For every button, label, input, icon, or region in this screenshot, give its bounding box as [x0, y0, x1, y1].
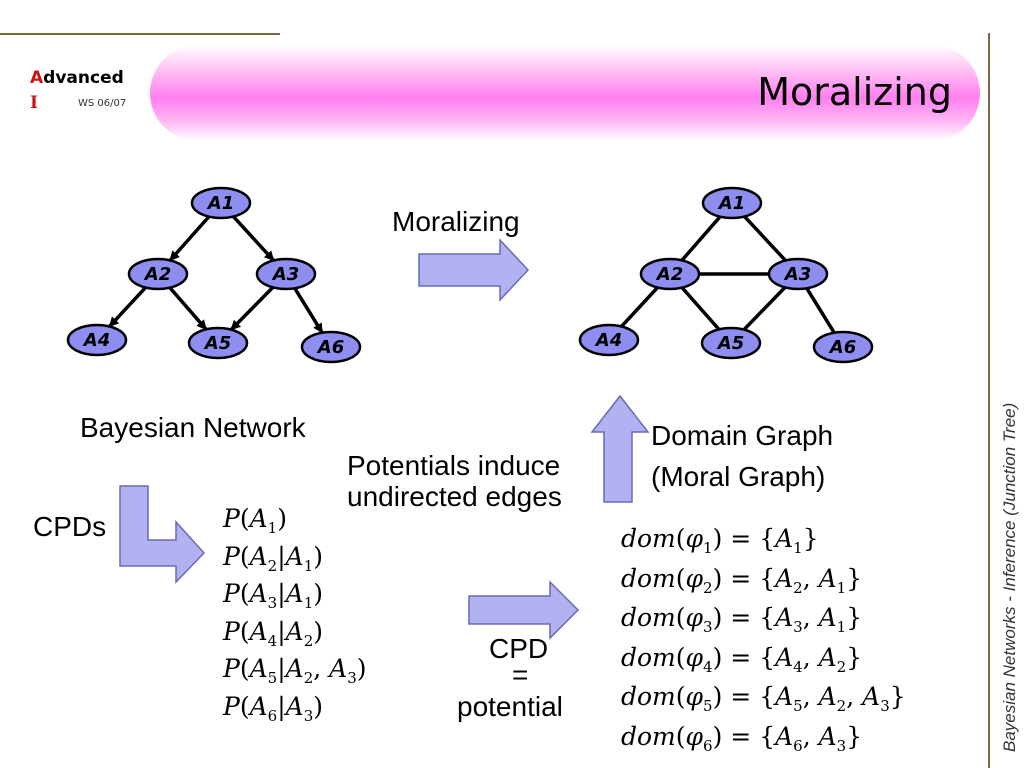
mg-node-a3: A3 — [767, 257, 829, 291]
right-rule — [988, 33, 990, 768]
mg-node-label: A5 — [716, 333, 744, 354]
cpd-potential-arrow-icon — [468, 580, 580, 640]
potentials-label-line2: undirected edges — [347, 481, 562, 512]
bn-edge-a1-a2 — [168, 215, 211, 262]
bn-edge-a3-a6 — [293, 287, 324, 334]
title-banner — [150, 45, 980, 141]
bn-edge-a2-a4 — [108, 286, 147, 328]
mg-node-label: A4 — [594, 330, 622, 351]
bn-node-label: A5 — [203, 333, 231, 354]
bn-node-a4: A4 — [66, 323, 128, 357]
mg-node-a5: A5 — [700, 326, 762, 360]
domain-list: dom(φ1) = {A1} dom(φ2) = {A2, A1} dom(φ3) … — [621, 524, 906, 762]
moral-graph-label: (Moral Graph) — [651, 461, 826, 492]
moralizing-arrow-icon — [418, 238, 530, 302]
domain-formula: dom(φ2) = {A2, A1} — [621, 563, 863, 597]
domain-graph-label: Domain Graph — [651, 420, 834, 451]
mg-edge-a3-a6 — [805, 287, 836, 334]
bn-node-a1: A1 — [190, 186, 252, 220]
mg-node-label: A1 — [717, 193, 745, 214]
mg-edge-a2-a4 — [620, 286, 659, 328]
header-rule — [0, 33, 280, 35]
cpds-bent-arrow-icon — [119, 485, 206, 584]
cpd-formula: P(A3|A1) — [223, 579, 324, 613]
logo-i: I — [30, 93, 38, 113]
bn-edge-a3-a5 — [229, 286, 275, 331]
domain-formula: dom(φ3) = {A3, A1} — [621, 603, 863, 637]
mg-node-a4: A4 — [578, 323, 640, 357]
mg-node-label: A6 — [828, 337, 856, 358]
bn-node-label: A1 — [206, 193, 234, 214]
mg-edge-a3-a5 — [742, 286, 787, 331]
equals-label: = — [512, 659, 529, 690]
cpd-formula: P(A2|A1) — [223, 541, 324, 575]
domain-formula: dom(φ1) = {A1} — [621, 524, 819, 557]
potentials-label-line1: Potentials induce — [347, 450, 561, 481]
bn-edge-a2-a5 — [168, 286, 208, 331]
domain-formula: dom(φ4) = {A4, A2} — [621, 642, 863, 676]
mg-edge-a1-a2 — [680, 215, 722, 262]
bn-node-label: A4 — [82, 330, 110, 351]
potential-label: potential — [457, 691, 563, 722]
bn-edge-a1-a3 — [232, 215, 275, 262]
cpd-label: CPD — [489, 633, 549, 664]
cpd-formula: P(A6|A3) — [223, 691, 324, 725]
mg-node-a2: A2 — [639, 257, 701, 291]
bn-node-a2: A2 — [127, 257, 189, 291]
up-arrow-icon — [590, 394, 650, 503]
cpd-formula: P(A4|A2) — [223, 616, 324, 650]
bn-node-a3: A3 — [255, 257, 317, 291]
domain-formula: dom(φ5) = {A5, A2, A3} — [621, 682, 906, 716]
cpd-formula: P(A1) — [223, 504, 287, 537]
mg-node-a1: A1 — [701, 186, 763, 220]
bn-node-label: A3 — [271, 264, 299, 285]
slide-title: Moralizing — [757, 70, 952, 114]
logo-advanced: Advanced — [30, 68, 124, 88]
domain-formula: dom(φ6) = {A6, A3} — [621, 721, 863, 755]
bn-node-a5: A5 — [187, 326, 249, 360]
moralizing-label: Moralizing — [392, 206, 520, 237]
mg-edge-a1-a3 — [743, 215, 787, 262]
bn-node-a6: A6 — [300, 330, 362, 364]
mg-node-a6: A6 — [812, 330, 874, 364]
bayesian-network-label: Bayesian Network — [80, 412, 306, 443]
mg-edge-a2-a5 — [680, 286, 721, 331]
mg-node-label: A3 — [783, 264, 811, 285]
bn-node-label: A2 — [143, 264, 171, 285]
mg-node-label: A2 — [655, 264, 683, 285]
cpds-label: CPDs — [33, 511, 107, 542]
bn-node-label: A6 — [316, 337, 344, 358]
semester-label: WS 06/07 — [78, 98, 127, 109]
cpd-formula: P(A5|A2, A3) — [223, 654, 367, 688]
cpd-list: P(A1) P(A2|A1) P(A3|A1)P(A4|A2) P(A5|A2, A3… — [223, 504, 367, 730]
